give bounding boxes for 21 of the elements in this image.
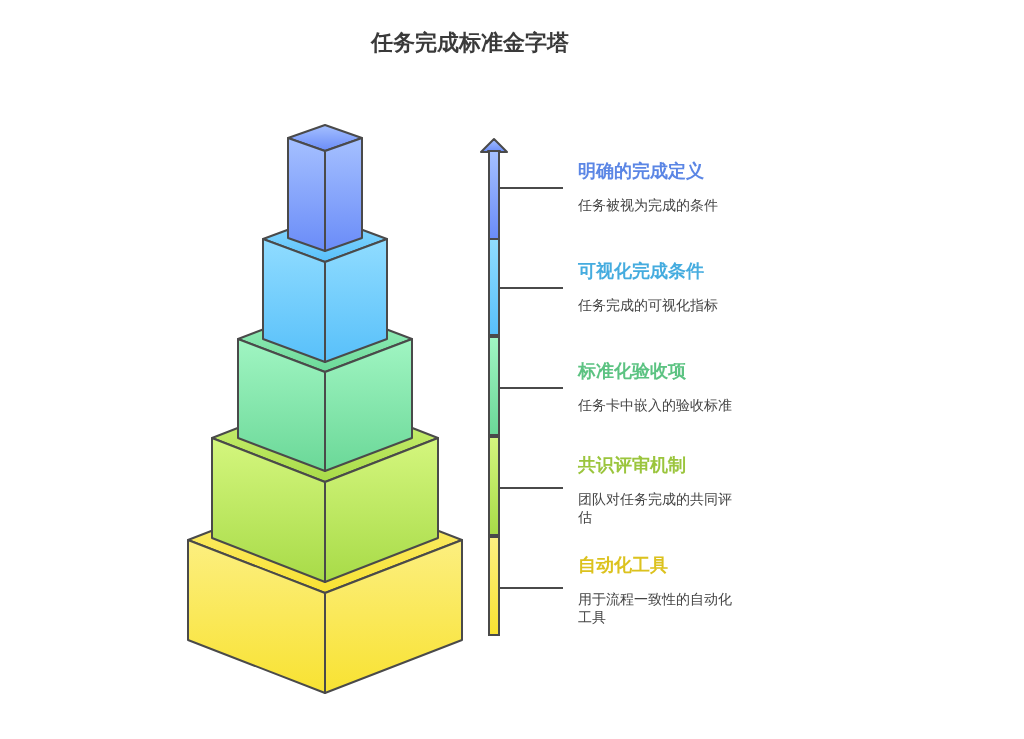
description: 任务卡中嵌入的验收标准 [578, 396, 733, 414]
bar-segment [488, 150, 500, 240]
description: 团队对任务完成的共同评估 [578, 490, 733, 526]
leader-line [499, 187, 564, 189]
bar-segment [488, 238, 500, 336]
bar-segment [488, 536, 500, 636]
leader-line [499, 487, 564, 489]
description: 任务完成的可视化指标 [578, 296, 719, 314]
heading: 明确的完成定义 [578, 159, 705, 183]
description: 任务被视为完成的条件 [578, 196, 719, 214]
leader-line [499, 387, 564, 389]
leader-line [499, 587, 564, 589]
heading: 共识评审机制 [578, 453, 687, 477]
title: 任务完成标准金字塔 [369, 29, 570, 57]
heading: 标准化验收项 [578, 359, 687, 383]
bar-segment [488, 336, 500, 436]
heading: 自动化工具 [578, 553, 669, 577]
bar-segment [488, 436, 500, 536]
heading: 可视化完成条件 [578, 259, 705, 283]
description: 用于流程一致性的自动化工具 [578, 590, 733, 626]
leader-line [499, 287, 564, 289]
